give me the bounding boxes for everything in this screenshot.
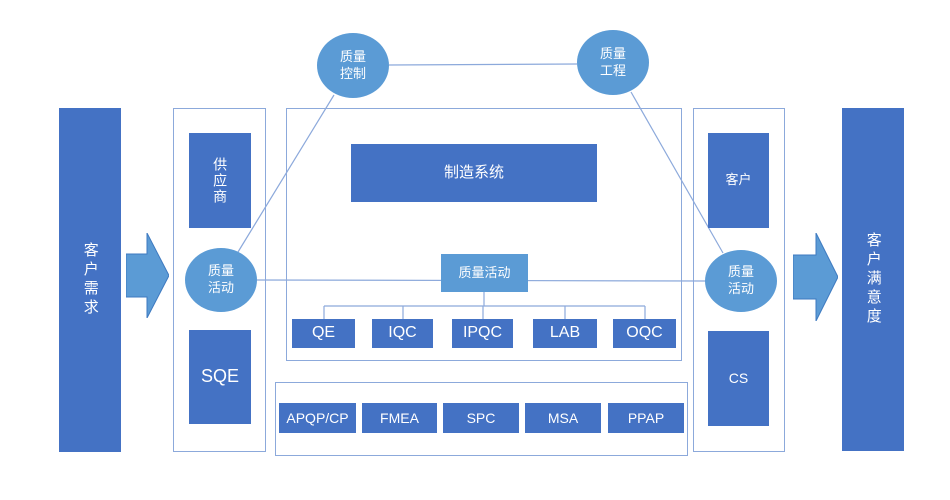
- box-customer: 客户: [708, 133, 769, 228]
- box-ipqc: IPQC: [452, 319, 513, 348]
- box-msa: MSA: [525, 403, 601, 433]
- right-flow-arrow-icon: [793, 233, 838, 321]
- box-supplier: 供应商: [189, 133, 251, 228]
- quality-activity-left-label: 质量 活动: [207, 263, 234, 295]
- box-ppap: PPAP: [608, 403, 684, 433]
- bar-customer-satisfaction: 客户满意度: [842, 108, 904, 451]
- spc-label: SPC: [466, 409, 496, 426]
- qe-label: QE: [311, 324, 336, 342]
- ppap-label: PPAP: [627, 409, 665, 426]
- circle-quality-engineering: 质量 工程: [577, 30, 649, 95]
- box-sqe: SQE: [189, 330, 251, 424]
- box-fmea: FMEA: [362, 403, 437, 433]
- lab-label: LAB: [549, 324, 581, 342]
- fmea-label: FMEA: [380, 409, 419, 426]
- quality-activity-right-label: 质量 活动: [727, 264, 754, 296]
- msa-label: MSA: [547, 409, 579, 426]
- quality-activity-center-label: 质量活动: [458, 264, 511, 280]
- apqp-cp-label: APQP/CP: [286, 409, 349, 426]
- box-lab: LAB: [533, 319, 597, 348]
- bar-customer-demand: 客户需求: [59, 108, 121, 452]
- box-oqc: OQC: [613, 319, 676, 348]
- supplier-label: 供应商: [212, 156, 229, 205]
- box-spc: SPC: [443, 403, 519, 433]
- box-manufacturing-system: 制造系统: [351, 144, 597, 202]
- quality-engineering-label: 质量 工程: [599, 45, 626, 78]
- box-apqp-cp: APQP/CP: [279, 403, 356, 433]
- ipqc-label: IPQC: [462, 324, 503, 342]
- box-iqc: IQC: [372, 319, 433, 348]
- oqc-label: OQC: [626, 324, 663, 342]
- quality-control-label: 质量 控制: [339, 48, 366, 81]
- cs-label: CS: [728, 370, 749, 387]
- customer-demand-label: 客户需求: [81, 242, 99, 318]
- iqc-label: IQC: [388, 324, 417, 342]
- panel-quality-tools: [275, 382, 688, 456]
- customer-label: 客户: [725, 172, 752, 188]
- box-qe: QE: [292, 319, 355, 348]
- circle-quality-activity-right: 质量 活动: [705, 250, 777, 312]
- box-quality-activity-center: 质量活动: [441, 254, 528, 292]
- circle-quality-control: 质量 控制: [317, 33, 389, 98]
- sqe-label: SQE: [200, 366, 239, 387]
- manufacturing-system-label: 制造系统: [443, 164, 504, 182]
- left-flow-arrow-icon: [126, 233, 169, 318]
- circle-quality-activity-left: 质量 活动: [185, 248, 257, 312]
- box-cs: CS: [708, 331, 769, 426]
- customer-satisfaction-label: 客户满意度: [864, 232, 882, 327]
